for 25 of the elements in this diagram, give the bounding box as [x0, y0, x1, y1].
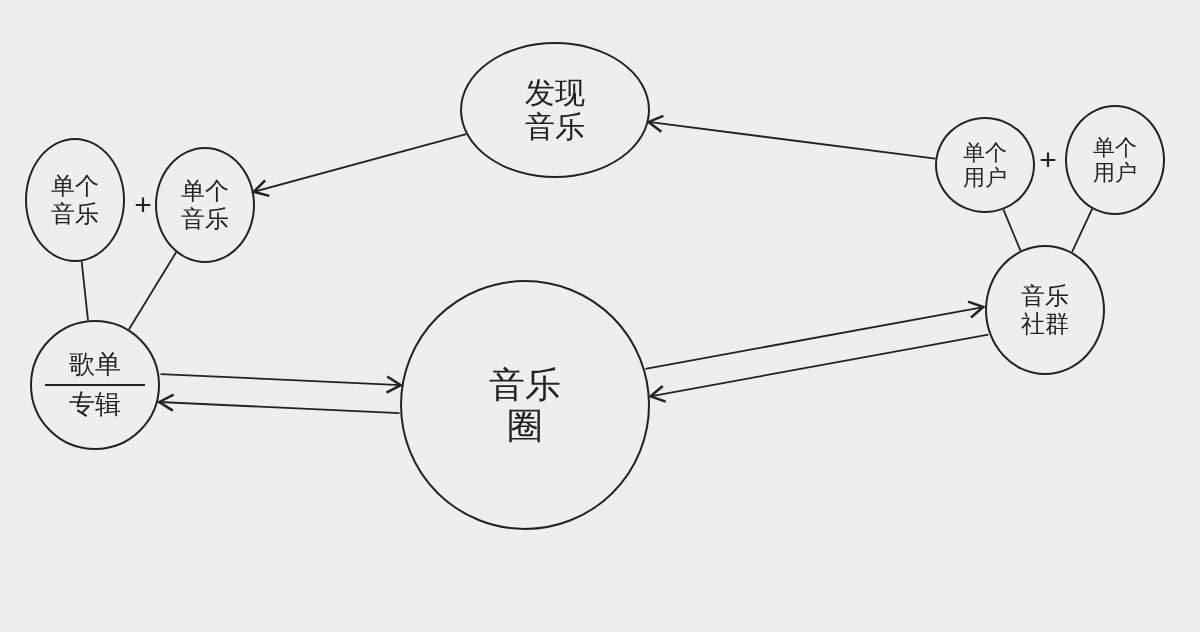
- arrow: [252, 133, 468, 198]
- plus-sign: +: [134, 190, 152, 220]
- circle-node: [400, 280, 650, 530]
- circle-node: [25, 138, 125, 262]
- plus-sign: +: [1039, 145, 1057, 175]
- node-label: 专辑: [68, 390, 122, 420]
- circle-node: [460, 42, 650, 178]
- node-label: 单个音乐: [180, 177, 230, 233]
- node-label: 单个用户: [1092, 134, 1138, 186]
- circle-node: [30, 320, 160, 450]
- arrow: [158, 393, 401, 415]
- arrow: [649, 333, 990, 403]
- circle-node: [935, 117, 1035, 213]
- node-label: 单个音乐: [50, 172, 100, 228]
- circle-node: [985, 245, 1105, 375]
- node-label: 歌单: [68, 350, 122, 380]
- node-label: 单个用户: [962, 139, 1008, 191]
- node-label: 音乐社群: [1020, 282, 1070, 338]
- circle-node: [1065, 105, 1165, 215]
- node-label: 音乐圈: [488, 363, 562, 447]
- node-label: 发现音乐: [524, 75, 586, 145]
- arrow: [644, 300, 985, 370]
- circle-node: [155, 147, 255, 263]
- arrow: [159, 373, 403, 394]
- arrow: [647, 114, 937, 160]
